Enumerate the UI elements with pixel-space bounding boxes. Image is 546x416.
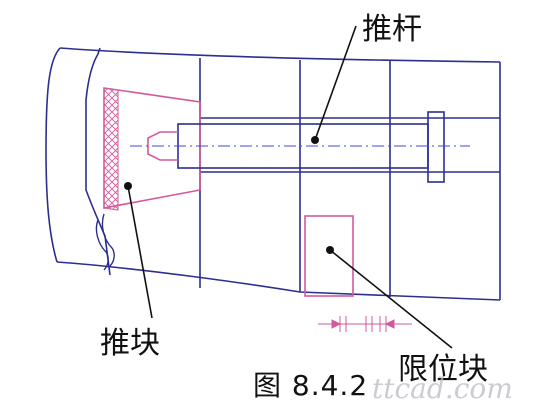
figure-caption: 图 8.4.2 [253, 369, 369, 402]
push-block-label: 推块 [100, 326, 160, 361]
push-block [95, 87, 201, 271]
watermark: ttcad.com [372, 372, 513, 405]
limit-block [304, 215, 354, 297]
leader-push-rod [311, 25, 357, 144]
leader-limit-block [326, 246, 453, 349]
stroke-dimension [318, 316, 412, 332]
push-rod-label: 推杆 [362, 12, 422, 47]
leader-push-block [124, 182, 153, 319]
push-rod [130, 111, 470, 183]
limit-block-label: 限位块 [398, 352, 488, 387]
